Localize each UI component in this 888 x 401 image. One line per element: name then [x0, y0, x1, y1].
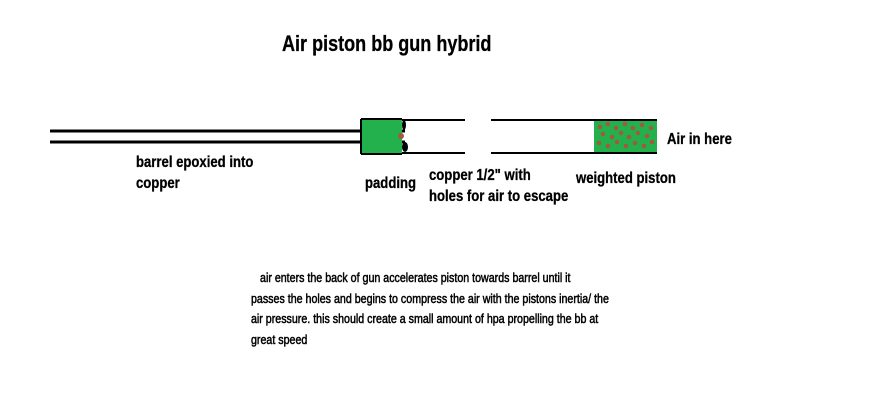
bb-ball	[398, 133, 404, 139]
piston-weights	[596, 121, 655, 149]
copper-tube-right	[491, 119, 657, 154]
barrel	[50, 129, 405, 144]
barrel-label-line1: barrel epoxied into	[136, 154, 254, 171]
description: air enters the back of gun accelerates p…	[251, 268, 609, 350]
bb-cap-top	[402, 120, 406, 130]
copper-label-line2: holes for air to escape	[429, 188, 569, 205]
description-line2: passes the holes and begins to compress …	[251, 290, 609, 306]
weighted-piston-label: weighted piston	[576, 170, 676, 187]
weighted-piston	[594, 121, 657, 152]
bb-cap-bottom	[402, 142, 408, 152]
padding-label: padding	[365, 175, 417, 192]
copper-label: copper 1/2" with holes for air to escape	[429, 165, 569, 207]
diagram-title: Air piston bb gun hybrid	[282, 31, 492, 56]
padding-green-fill	[361, 119, 402, 154]
air-in-label: Air in here	[667, 131, 732, 148]
barrel-label-line2: copper	[136, 175, 180, 192]
copper-label-line1: copper 1/2" with	[429, 167, 531, 184]
barrel-label: barrel epoxied into copper	[136, 152, 254, 194]
description-line4: great speed	[251, 331, 308, 347]
copper-tube-left	[402, 119, 465, 154]
padding-block	[360, 118, 408, 155]
description-line1: air enters the back of gun accelerates p…	[260, 270, 571, 285]
description-line3: air pressure. this should create a small…	[251, 311, 599, 326]
